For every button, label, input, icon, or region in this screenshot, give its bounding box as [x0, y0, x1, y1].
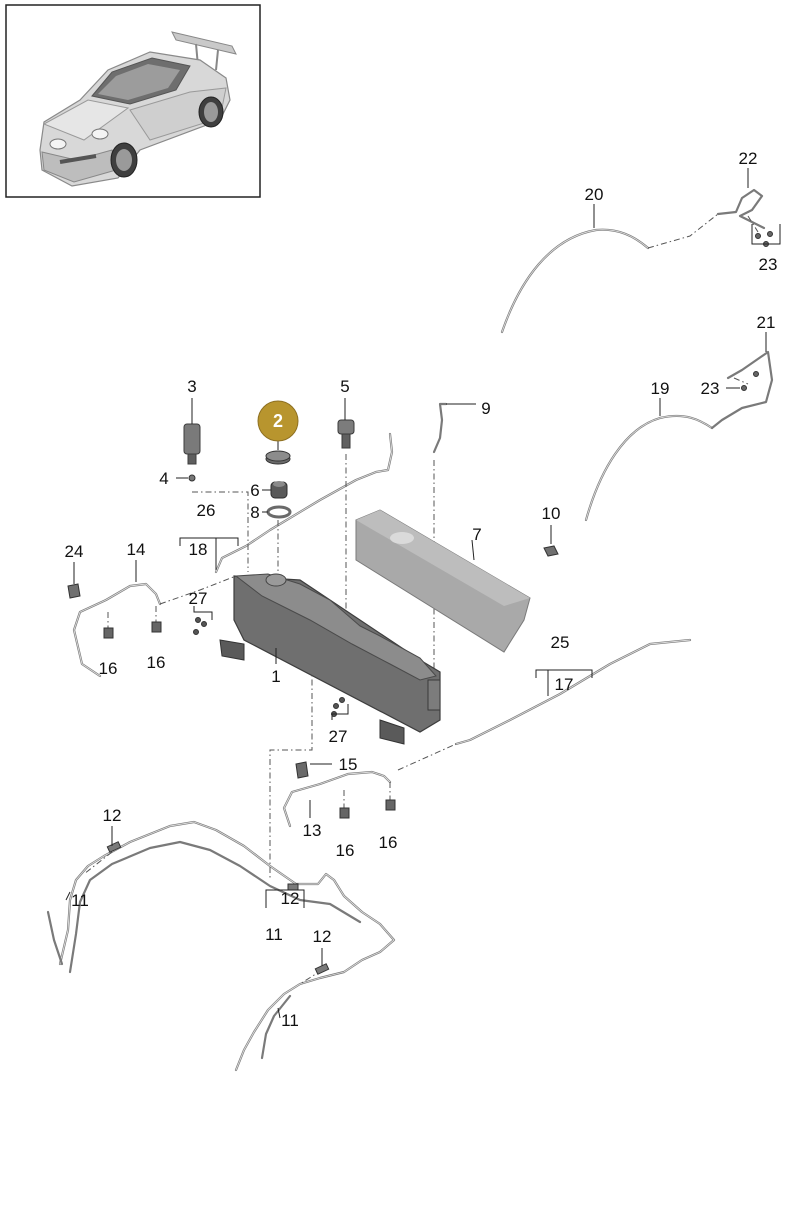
washer-reservoir — [219, 573, 441, 745]
part-16-clip — [385, 799, 396, 811]
callout-4: 4 — [159, 469, 168, 488]
part-16-clip — [151, 621, 162, 633]
part-16-clip — [103, 627, 114, 639]
highlighted-part-badge: 2 — [257, 400, 299, 442]
highlight-circle — [257, 400, 299, 442]
assembly-lines — [83, 213, 759, 985]
callout-27: 27 — [329, 727, 348, 746]
callout-1: 1 — [271, 667, 280, 686]
part-6-grommet — [270, 481, 288, 499]
level-sensor — [337, 398, 355, 449]
part-4 — [188, 474, 196, 482]
callout-27: 27 — [189, 589, 208, 608]
callout-9: 9 — [481, 399, 490, 418]
callout-16: 16 — [99, 659, 118, 678]
callout-16: 16 — [379, 833, 398, 852]
callout-15: 15 — [339, 755, 358, 774]
part-15-grommet — [295, 761, 309, 779]
highlight-label: 2 — [273, 411, 283, 431]
callout-7: 7 — [472, 525, 481, 544]
callout-11: 11 — [265, 925, 283, 944]
part-8-ring — [266, 505, 292, 519]
callout-18: 18 — [189, 540, 208, 559]
parts — [67, 231, 773, 975]
callout-3: 3 — [187, 377, 196, 396]
callout-23: 23 — [759, 255, 778, 274]
callout-24: 24 — [65, 542, 84, 561]
callout-10: 10 — [542, 504, 561, 523]
washer-pump — [183, 398, 201, 465]
callout-6: 6 — [250, 481, 259, 500]
callout-21: 21 — [757, 313, 776, 332]
callout-23: 23 — [701, 379, 720, 398]
part-10-clip — [543, 545, 559, 557]
callout-11: 11 — [281, 1011, 299, 1030]
callout-13: 13 — [303, 821, 322, 840]
callout-14: 14 — [127, 540, 146, 559]
callout-17: 17 — [555, 675, 574, 694]
callout-25: 25 — [551, 633, 570, 652]
callout-19: 19 — [651, 379, 670, 398]
callout-5: 5 — [340, 377, 349, 396]
hose-lines — [46, 188, 774, 1072]
callout-12: 12 — [313, 927, 332, 946]
leaders — [65, 168, 781, 1019]
part-12-connectors — [106, 841, 330, 975]
callout-22: 22 — [739, 149, 758, 168]
car-icon — [39, 31, 237, 187]
callout-labels: 1 3 4 5 6 7 8 9 10 11 11 11 12 12 12 13 … — [65, 149, 778, 1030]
part-16-clip — [339, 807, 350, 819]
callout-16: 16 — [147, 653, 166, 672]
callout-11: 11 — [71, 891, 89, 910]
callout-16: 16 — [336, 841, 355, 860]
callout-20: 20 — [585, 185, 604, 204]
callout-12: 12 — [281, 889, 300, 908]
callout-12: 12 — [103, 806, 122, 825]
heat-shield — [355, 509, 531, 653]
vehicle-thumbnail — [5, 4, 261, 198]
part-24-clip — [67, 583, 81, 599]
filler-cap — [265, 450, 291, 465]
callout-8: 8 — [250, 503, 259, 522]
callout-26: 26 — [197, 501, 216, 520]
